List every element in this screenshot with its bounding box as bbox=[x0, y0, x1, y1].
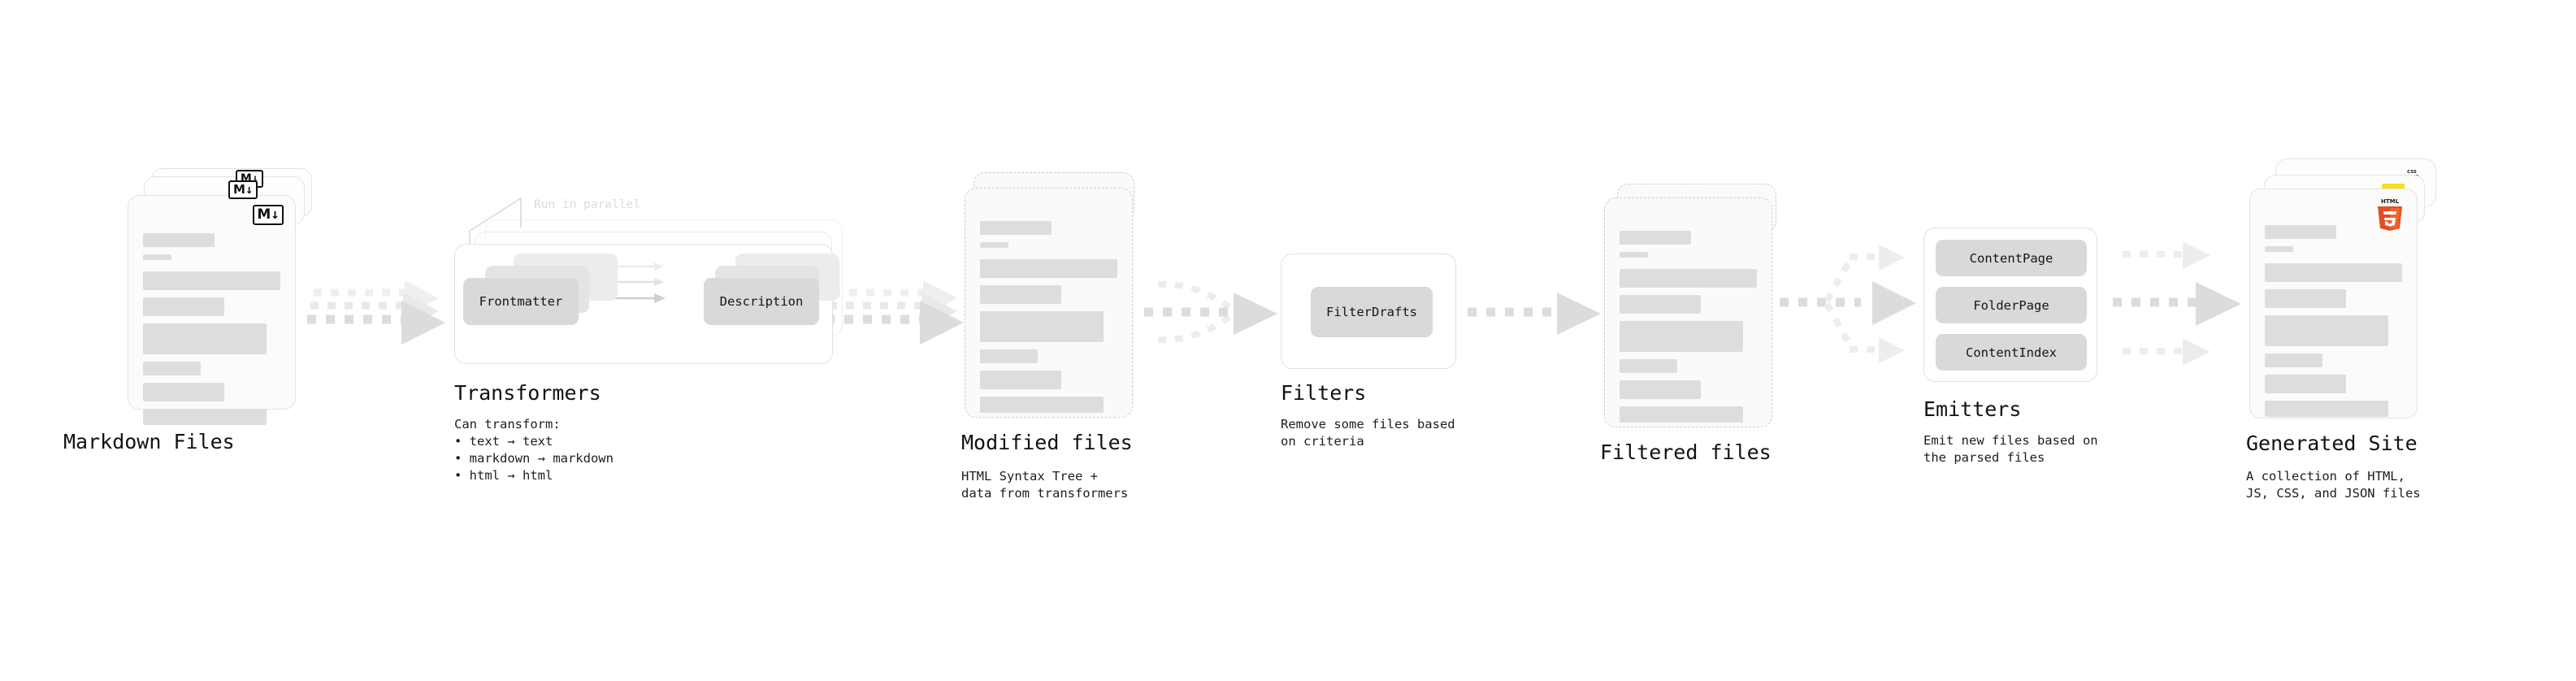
filters-box: FilterDrafts bbox=[1281, 254, 1456, 369]
skeleton-line bbox=[2265, 289, 2346, 308]
skeleton-line bbox=[143, 297, 224, 316]
skeleton-lines bbox=[2265, 225, 2402, 424]
modified-file-card-front bbox=[965, 188, 1133, 418]
skeleton-line bbox=[980, 285, 1061, 304]
svg-text:HTML: HTML bbox=[2381, 198, 2400, 205]
stage-subtitle-generated-site: A collection of HTML, JS, CSS, and JSON … bbox=[2246, 469, 2421, 501]
connector-filters-to-filtered bbox=[1468, 293, 1601, 335]
stage-transformers: Run in parallel Frontmatter Description … bbox=[0, 0, 861, 520]
connector-emitters-to-site bbox=[2113, 241, 2241, 366]
stage-generated-site: CSS HTML bbox=[2246, 158, 2436, 501]
emitter-pill-contentindex[interactable]: ContentIndex bbox=[1936, 334, 2087, 371]
connector-filtered-to-emitters bbox=[1780, 245, 1916, 363]
skeleton-line bbox=[980, 371, 1061, 389]
stage-title-generated-site: Generated Site bbox=[2246, 432, 2418, 455]
stage-markdown-files: M↓ M↓ M↓ Markdown Files bbox=[0, 0, 341, 520]
skeleton-line bbox=[1620, 380, 1701, 399]
stage-title-filtered-files: Filtered files bbox=[1600, 440, 1772, 464]
connector-md-to-transformers bbox=[307, 280, 445, 345]
skeleton-lines bbox=[1620, 231, 1757, 430]
skeleton-line bbox=[2265, 354, 2322, 367]
site-file-card-front: HTML bbox=[2249, 189, 2418, 419]
stage-title-transformers: Transformers bbox=[454, 381, 601, 405]
transformer-inner-arrows bbox=[609, 262, 666, 303]
emitters-box: ContentPage FolderPage ContentIndex bbox=[1923, 228, 2097, 382]
skeleton-line bbox=[980, 311, 1104, 342]
connector-transformers-to-modified bbox=[826, 280, 964, 345]
markdown-icon: M↓ bbox=[253, 205, 284, 225]
stage-title-modified-files: Modified files bbox=[961, 431, 1133, 454]
skeleton-line bbox=[1620, 252, 1649, 258]
skeleton-line bbox=[2265, 401, 2389, 417]
transformer-pill-description[interactable]: Description bbox=[704, 278, 819, 325]
markdown-icon-back-arrow: ↓ bbox=[245, 182, 253, 197]
skeleton-line bbox=[980, 259, 1117, 278]
stage-emitters: ContentPage FolderPage ContentIndex Emit… bbox=[1923, 228, 2098, 465]
skeleton-line bbox=[143, 254, 172, 260]
stage-title-filters: Filters bbox=[1281, 381, 1367, 405]
skeleton-line bbox=[2265, 315, 2389, 346]
filtered-file-card-front bbox=[1604, 197, 1772, 427]
stage-subtitle-modified-files: HTML Syntax Tree + data from transformer… bbox=[961, 469, 1129, 501]
skeleton-line bbox=[1620, 231, 1691, 245]
skeleton-line bbox=[143, 323, 267, 354]
skeleton-line bbox=[1620, 406, 1744, 423]
markdown-icon-back-arrow: ↓ bbox=[251, 172, 259, 185]
stage-subtitle-transformers: Can transform: • text → text • markdown … bbox=[454, 417, 614, 483]
skeleton-line bbox=[143, 271, 280, 290]
stage-subtitle-emitters: Emit new files based on the parsed files bbox=[1923, 433, 2098, 465]
markdown-icon-arrow: ↓ bbox=[271, 206, 280, 223]
parallel-bracket bbox=[469, 197, 522, 250]
stage-title-markdown-files: Markdown Files bbox=[63, 430, 235, 453]
skeleton-line bbox=[1620, 295, 1701, 314]
skeleton-line bbox=[143, 362, 201, 375]
skeleton-lines bbox=[980, 221, 1117, 420]
skeleton-lines bbox=[143, 233, 280, 432]
stage-title-emitters: Emitters bbox=[1923, 397, 2022, 421]
markdown-file-card-front: M↓ bbox=[128, 195, 296, 425]
connector-modified-to-filters bbox=[1144, 280, 1277, 344]
skeleton-line bbox=[980, 242, 1009, 248]
skeleton-line bbox=[2265, 263, 2402, 282]
skeleton-line bbox=[143, 233, 215, 247]
skeleton-line bbox=[2265, 225, 2336, 239]
emitter-pill-folderpage[interactable]: FolderPage bbox=[1936, 287, 2087, 323]
skeleton-line bbox=[143, 383, 224, 401]
stage-filtered-files: Filtered files bbox=[1600, 184, 1776, 464]
transformer-pill-frontmatter[interactable]: Frontmatter bbox=[463, 278, 579, 325]
skeleton-line bbox=[1620, 359, 1677, 373]
svg-text:CSS: CSS bbox=[2407, 170, 2417, 175]
skeleton-line bbox=[980, 349, 1038, 363]
filter-pill-filterdrafts[interactable]: FilterDrafts bbox=[1311, 287, 1433, 337]
markdown-icon-letter: M bbox=[257, 206, 271, 223]
markdown-icon-back-1: M↓ bbox=[228, 180, 258, 199]
skeleton-line bbox=[2265, 246, 2294, 252]
stage-modified-files: Modified files HTML Syntax Tree + data f… bbox=[0, 0, 1219, 520]
skeleton-line bbox=[143, 409, 267, 425]
skeleton-line bbox=[980, 221, 1052, 235]
stage-filters: FilterDrafts Filters Remove some files b… bbox=[0, 0, 1544, 520]
skeleton-line bbox=[980, 397, 1104, 413]
stage-subtitle-filters: Remove some files based on criteria bbox=[1281, 417, 1455, 449]
skeleton-line bbox=[2265, 375, 2346, 393]
skeleton-line bbox=[1620, 321, 1744, 352]
markdown-icon-back-letter: M bbox=[233, 182, 245, 197]
emitter-pill-contentpage[interactable]: ContentPage bbox=[1936, 240, 2087, 276]
html5-icon: HTML bbox=[2374, 196, 2405, 231]
run-in-parallel-label: Run in parallel bbox=[534, 198, 640, 211]
skeleton-line bbox=[1620, 269, 1757, 288]
